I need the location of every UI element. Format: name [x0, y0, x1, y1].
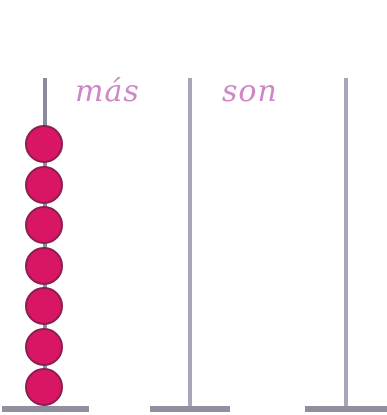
bead: [25, 247, 63, 285]
rod-third: [344, 78, 348, 408]
bead: [25, 328, 63, 366]
word-mas: más: [75, 74, 140, 109]
bead: [25, 125, 63, 163]
rod-second: [188, 78, 192, 408]
bead: [25, 166, 63, 204]
bead: [25, 206, 63, 244]
bead: [25, 287, 63, 325]
bead: [25, 368, 63, 406]
word-son: son: [222, 74, 278, 109]
base-second: [150, 406, 230, 412]
base-third: [305, 406, 387, 412]
base-first: [2, 406, 89, 412]
